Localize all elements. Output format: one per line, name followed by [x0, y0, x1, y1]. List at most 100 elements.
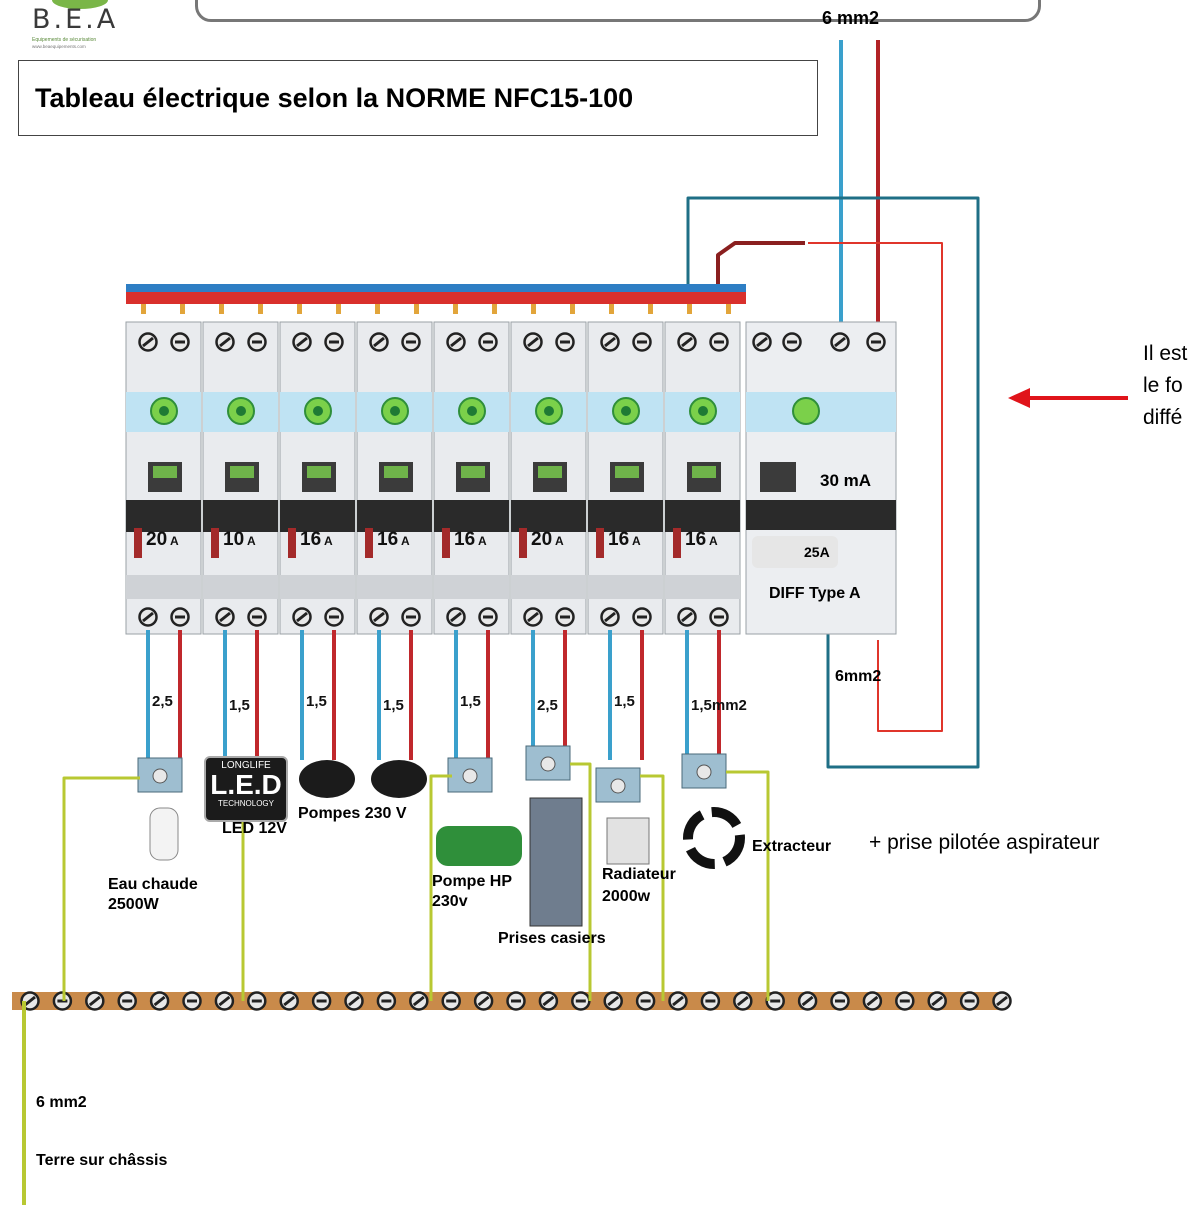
breaker-lever-mark	[134, 528, 142, 558]
diff-lever	[746, 500, 896, 530]
terminal-screw	[696, 764, 712, 780]
terminal-block	[595, 767, 641, 803]
earth-busbar-screw	[862, 991, 883, 1011]
top-screw-right	[247, 332, 267, 352]
comb-tooth	[687, 304, 692, 314]
earth-busbar-screw	[182, 991, 202, 1011]
bottom-screw-left	[369, 607, 389, 627]
top-banner	[195, 0, 1041, 22]
breaker-rating: 16 A	[685, 529, 718, 550]
comb-tooth	[726, 304, 731, 314]
breaker-wire-section: 1,5	[614, 693, 635, 710]
radiator-label-2: 2000w	[602, 888, 651, 905]
led-badge-sub: TECHNOLOGY	[217, 799, 274, 808]
bea-logo: B.E.A Equipements de sécurisation www.be…	[0, 0, 160, 55]
earth-busbar-screw	[279, 991, 299, 1011]
breaker-toggle-window	[692, 466, 716, 478]
earth-wire-lockers	[570, 762, 592, 1001]
screw-slot	[477, 995, 490, 1007]
comb-tooth	[297, 304, 302, 314]
earth-busbar-screw	[344, 991, 364, 1011]
terminal-screw	[540, 756, 556, 772]
bea-badge-core	[621, 406, 631, 416]
comb-tooth	[414, 304, 419, 314]
screw-slot	[931, 995, 944, 1007]
diff-module	[745, 321, 897, 635]
breaker-wire-section: 1,5	[306, 693, 327, 710]
led-label: LED 12V	[222, 820, 287, 837]
side-note-line1: Il est	[1143, 342, 1188, 365]
title-box: Tableau électrique selon la NORME NFC15-…	[18, 60, 818, 136]
breaker-toggle-lever	[434, 500, 509, 532]
breaker-toggle-window	[230, 466, 254, 478]
breaker-wire-section: 1,5	[229, 697, 250, 714]
breaker-toggle-window	[153, 466, 177, 478]
breaker-lever-mark	[442, 528, 450, 558]
bottom-screw-left	[292, 607, 312, 627]
earth-busbar-screw	[668, 991, 688, 1011]
breaker-lower-band	[357, 575, 432, 599]
breaker-rating: 16 A	[377, 529, 410, 550]
comb-tooth	[609, 304, 614, 314]
comb-tooth	[570, 304, 575, 314]
diff-top-screw	[830, 332, 850, 352]
breaker-lever-mark	[673, 528, 681, 558]
led-badge-main: L.E.D	[210, 769, 282, 800]
earth-busbar-screw	[149, 991, 170, 1011]
earth-busbar-screw	[311, 991, 332, 1011]
top-screw-right	[324, 332, 344, 352]
bottom-screw-right	[401, 607, 421, 627]
earth-busbar-screw	[635, 991, 656, 1011]
diff-rating-badge	[752, 536, 838, 568]
breaker-rating: 20 A	[531, 529, 564, 550]
earth-busbar-screw	[85, 991, 105, 1011]
breaker-lower-band	[665, 575, 740, 599]
breaker-toggle-lever	[280, 500, 355, 532]
bea-badge-core	[698, 406, 708, 416]
breaker-wire-section: 1,5	[383, 697, 404, 714]
earth-busbar-screw	[52, 991, 73, 1011]
top-screw-left	[215, 332, 235, 352]
breaker-lower-band	[434, 575, 509, 599]
diff-out-cable: 6mm2	[835, 668, 882, 685]
water-heater-label-2: 2500W	[108, 896, 159, 913]
breaker-toggle-window	[615, 466, 639, 478]
breaker-lever-mark	[519, 528, 527, 558]
top-screw-right	[555, 332, 575, 352]
screw-slot	[219, 611, 231, 623]
pumps-label: Pompes 230 V	[298, 805, 407, 822]
diff-neutral-loop-wire	[686, 196, 980, 769]
earth-busbar-screw	[733, 991, 753, 1011]
breaker-rating: 16 A	[608, 529, 641, 550]
extractor-note: + prise pilotée aspirateur	[869, 831, 1100, 854]
breaker-rating: 16 A	[454, 529, 487, 550]
breaker-rating-unit: A	[167, 534, 179, 548]
bottom-screw-right	[478, 607, 498, 627]
bottom-screw-left	[446, 607, 466, 627]
screw-slot	[607, 995, 620, 1007]
comb-tooth	[219, 304, 224, 314]
top-screw-left	[600, 332, 620, 352]
screw-slot	[681, 336, 693, 348]
screw-slot	[24, 995, 36, 1007]
extractor-label: Extracteur	[752, 838, 832, 855]
screw-slot	[801, 995, 814, 1007]
bottom-screw-left	[523, 607, 543, 627]
earth-busbar-screw	[603, 991, 623, 1011]
diff-label-band	[746, 392, 896, 432]
bottom-screw-left	[677, 607, 697, 627]
diff-phase-jumper-wire	[716, 241, 805, 298]
bea-badge-core	[467, 406, 477, 416]
pump-hp-label-2: 230v	[432, 893, 468, 910]
bottom-screw-left	[138, 607, 158, 627]
bottom-screw-right	[555, 607, 575, 627]
breaker-rating: 10 A	[223, 529, 256, 550]
breaker-toggle-window	[461, 466, 485, 478]
earth-label: Terre sur châssis	[36, 1152, 168, 1169]
screw-slot	[834, 336, 846, 348]
screw-slot	[672, 995, 684, 1007]
radiator-label-1: Radiateur	[602, 866, 676, 883]
earth-busbar-screw	[959, 991, 980, 1011]
screw-slot	[756, 336, 768, 348]
